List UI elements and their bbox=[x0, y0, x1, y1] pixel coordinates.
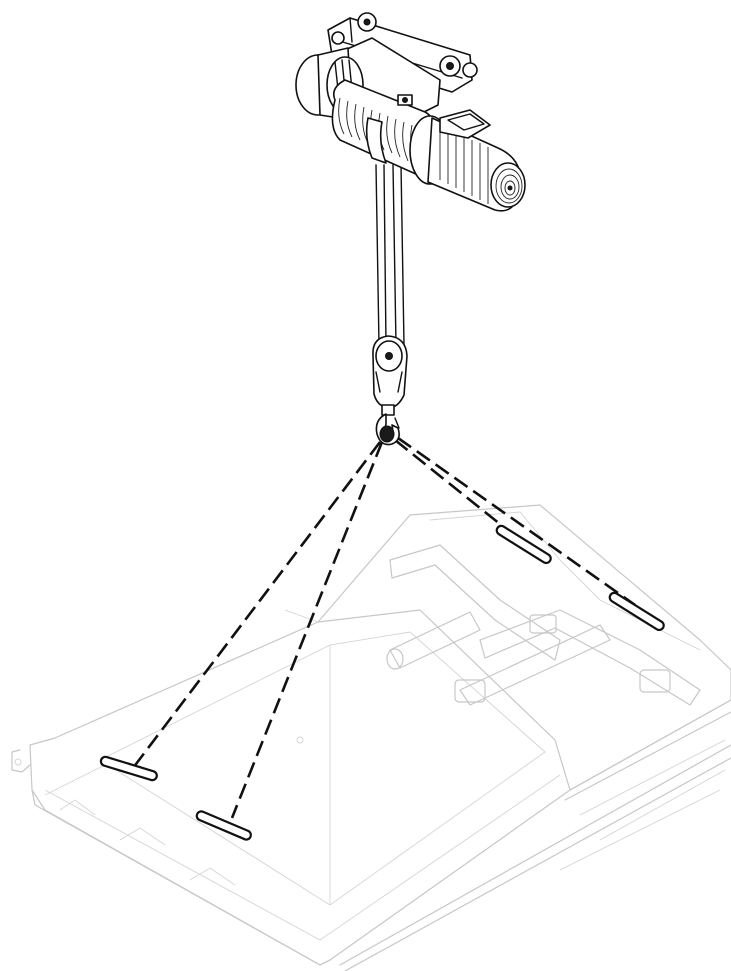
machine-cylinder bbox=[389, 611, 481, 669]
trolley-wheel-right-back bbox=[462, 62, 478, 78]
hook-throat bbox=[379, 425, 395, 443]
machine-hinge-left bbox=[454, 679, 486, 703]
machine-frame-crossbar bbox=[459, 624, 611, 706]
sling-front-right bbox=[230, 441, 384, 819]
machine-hinge-right bbox=[639, 669, 671, 693]
machine-front-lid bbox=[29, 609, 571, 966]
trolley-wheel-hub-1 bbox=[363, 18, 371, 26]
hook-latch bbox=[394, 417, 400, 429]
rope-left-outer bbox=[375, 164, 380, 346]
trolley-wheel-hub-2 bbox=[446, 62, 454, 70]
fan-grille bbox=[495, 168, 523, 204]
lifting-point-rear-left bbox=[495, 524, 552, 565]
lifting-point-front-right bbox=[195, 810, 252, 841]
rope-left-inner bbox=[383, 164, 387, 346]
hoist-ropes bbox=[375, 164, 405, 346]
lifting-slings bbox=[131, 436, 636, 819]
machine-lid-ridge bbox=[99, 631, 546, 906]
machine-front-skirt bbox=[31, 789, 331, 966]
machine-frame-arm-left bbox=[389, 544, 561, 661]
terminal-box bbox=[439, 109, 491, 139]
machine-right-rail-detail bbox=[559, 739, 726, 871]
rope-right-inner bbox=[392, 164, 397, 346]
lifted-machine bbox=[11, 504, 731, 971]
machine-lid-seam bbox=[44, 609, 319, 796]
machine-right-rail bbox=[339, 699, 731, 971]
machine-skirt-notches bbox=[59, 799, 236, 886]
sling-front-left bbox=[131, 441, 382, 769]
machine-lid-edge bbox=[44, 774, 561, 941]
electric-hoist bbox=[295, 12, 526, 212]
trolley-wheel-left-back bbox=[331, 31, 345, 45]
rope-right-outer bbox=[400, 164, 405, 346]
lifting-points bbox=[99, 524, 665, 841]
sling-rear-left bbox=[394, 438, 521, 542]
machine-hinge-center bbox=[529, 614, 557, 634]
machine-cylinder-end bbox=[386, 648, 404, 670]
terminal-box-lid bbox=[447, 113, 485, 131]
sling-rear-right bbox=[397, 436, 636, 607]
limit-switch-knob bbox=[402, 97, 408, 103]
hook-block-side bbox=[375, 371, 403, 393]
machine-left-bracket bbox=[11, 749, 31, 773]
motor-cooling-fins bbox=[439, 125, 489, 204]
hook-shank bbox=[381, 404, 395, 416]
machine-frame-arm-right bbox=[479, 609, 701, 706]
lifting-point-rear-right bbox=[608, 591, 665, 632]
sheave-pin bbox=[385, 352, 393, 360]
rope-guide bbox=[365, 117, 387, 164]
hook-block bbox=[372, 335, 408, 446]
machine-rear-body bbox=[317, 504, 731, 791]
machine-lid-bolt bbox=[296, 736, 304, 744]
machine-bracket-hole bbox=[14, 758, 22, 766]
lifting-point-front-left bbox=[99, 755, 158, 782]
